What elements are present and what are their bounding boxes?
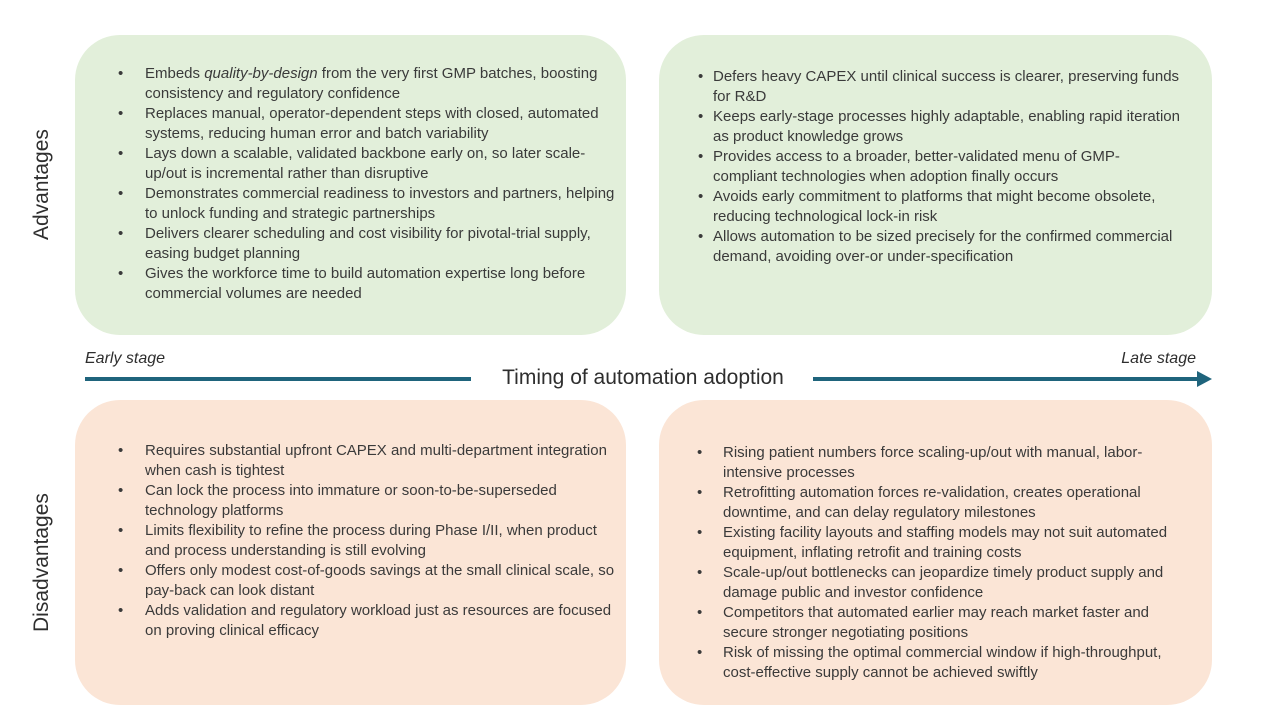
axis-title: Timing of automation adoption	[502, 366, 784, 389]
bullet-item: Limits flexibility to refine the process…	[118, 521, 615, 561]
bullet-item: Replaces manual, operator-dependent step…	[118, 104, 615, 144]
disadvantages-early-box: Requires substantial upfront CAPEX and m…	[75, 400, 626, 705]
bullet-item: Avoids early commitment to platforms tha…	[698, 187, 1184, 227]
bullet-text-segment: Embeds	[145, 65, 205, 82]
bullet-item: Retrofitting automation forces re-valida…	[697, 483, 1193, 523]
bullet-item: Embeds quality-by-design from the very f…	[118, 64, 615, 104]
disadvantages-late-box: Rising patient numbers force scaling-up/…	[659, 400, 1212, 705]
bullet-item: Keeps early-stage processes highly adapt…	[698, 107, 1184, 147]
bullet-text-segment: from the very first GMP batches, boostin…	[145, 65, 598, 102]
axis-line-left	[85, 377, 471, 381]
bullet-item: Demonstrates commercial readiness to inv…	[118, 184, 615, 224]
bullet-item: Can lock the process into immature or so…	[118, 481, 615, 521]
bullet-item: Requires substantial upfront CAPEX and m…	[118, 441, 615, 481]
bullet-item: Adds validation and regulatory workload …	[118, 601, 615, 641]
bullet-item: Competitors that automated earlier may r…	[697, 603, 1193, 643]
advantages-label: Advantages	[30, 129, 53, 241]
bullet-item: Allows automation to be sized precisely …	[698, 227, 1184, 267]
axis-line-right	[813, 377, 1198, 381]
bullet-item: Rising patient numbers force scaling-up/…	[697, 443, 1193, 483]
bullet-item: Scale-up/out bottlenecks can jeopardize …	[697, 563, 1193, 603]
bullet-item: Defers heavy CAPEX until clinical succes…	[698, 67, 1184, 107]
advantages-early-box: Embeds quality-by-design from the very f…	[75, 35, 626, 335]
advantages-late-list: Defers heavy CAPEX until clinical succes…	[698, 67, 1184, 267]
arrow-right-icon	[1197, 371, 1212, 387]
bullet-item: Provides access to a broader, better-val…	[698, 147, 1184, 187]
advantages-late-box: Defers heavy CAPEX until clinical succes…	[659, 35, 1212, 335]
bullet-item: Delivers clearer scheduling and cost vis…	[118, 224, 615, 264]
disadvantages-label: Disadvantages	[30, 493, 53, 632]
bullet-item: Existing facility layouts and staffing m…	[697, 523, 1193, 563]
bullet-item: Lays down a scalable, validated backbone…	[118, 144, 615, 184]
bullet-item: Risk of missing the optimal commercial w…	[697, 643, 1193, 683]
bullet-item: Offers only modest cost-of-goods savings…	[118, 561, 615, 601]
early-stage-label: Early stage	[85, 350, 166, 367]
advantages-early-list: Embeds quality-by-design from the very f…	[118, 64, 615, 304]
disadvantages-late-list: Rising patient numbers force scaling-up/…	[697, 443, 1193, 683]
bullet-text-italic: quality-by-design	[204, 65, 318, 82]
late-stage-label: Late stage	[1121, 350, 1196, 367]
bullet-item: Gives the workforce time to build automa…	[118, 264, 615, 304]
disadvantages-early-list: Requires substantial upfront CAPEX and m…	[118, 441, 615, 641]
